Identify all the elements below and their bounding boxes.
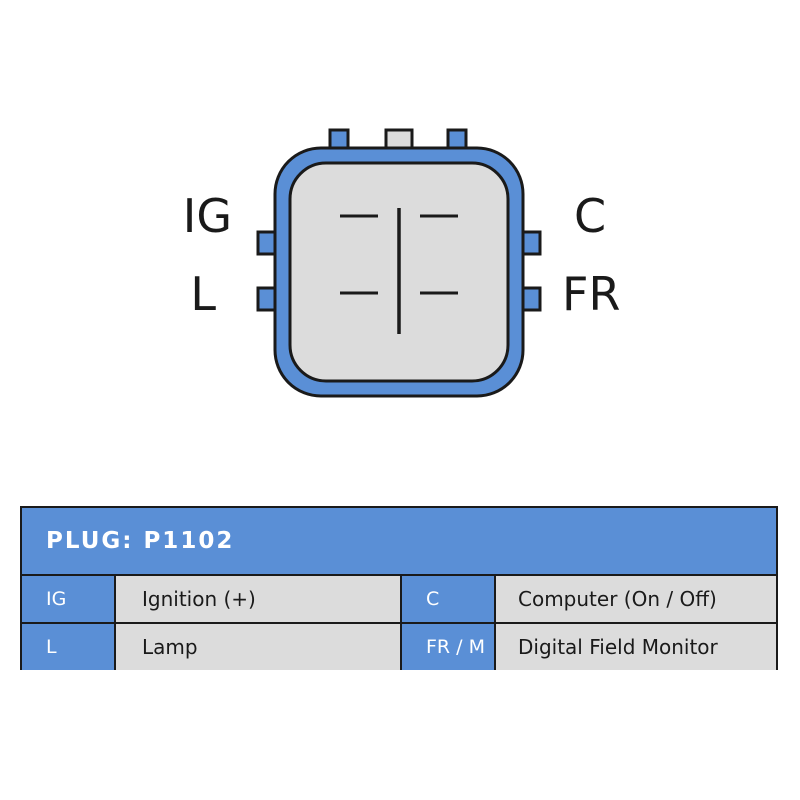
pin-code-cell: L	[22, 624, 114, 670]
table-row: IG Ignition (+) C Computer (On / Off)	[22, 576, 776, 622]
pin-code-cell: IG	[22, 576, 114, 622]
pin-label-ig: IG	[183, 189, 232, 243]
pin-description-cell: Lamp	[116, 624, 400, 670]
pin-code-cell: C	[402, 576, 494, 622]
pin-description-cell: Ignition (+)	[116, 576, 400, 622]
pin-label-c: C	[574, 189, 606, 243]
connector-diagram: IG L C FR	[183, 128, 620, 398]
pin-label-fr: FR	[562, 267, 620, 321]
pin-description-cell: Computer (On / Off)	[496, 576, 776, 622]
pin-description-cell: Digital Field Monitor	[496, 624, 776, 670]
pin-label-l: L	[190, 267, 216, 321]
plug-header: PLUG: P1102	[22, 508, 776, 574]
pin-code-cell: FR / M	[402, 624, 494, 670]
table-row: L Lamp FR / M Digital Field Monitor	[22, 624, 776, 670]
pinout-table: PLUG: P1102 IG Ignition (+) C Computer (…	[20, 506, 778, 670]
